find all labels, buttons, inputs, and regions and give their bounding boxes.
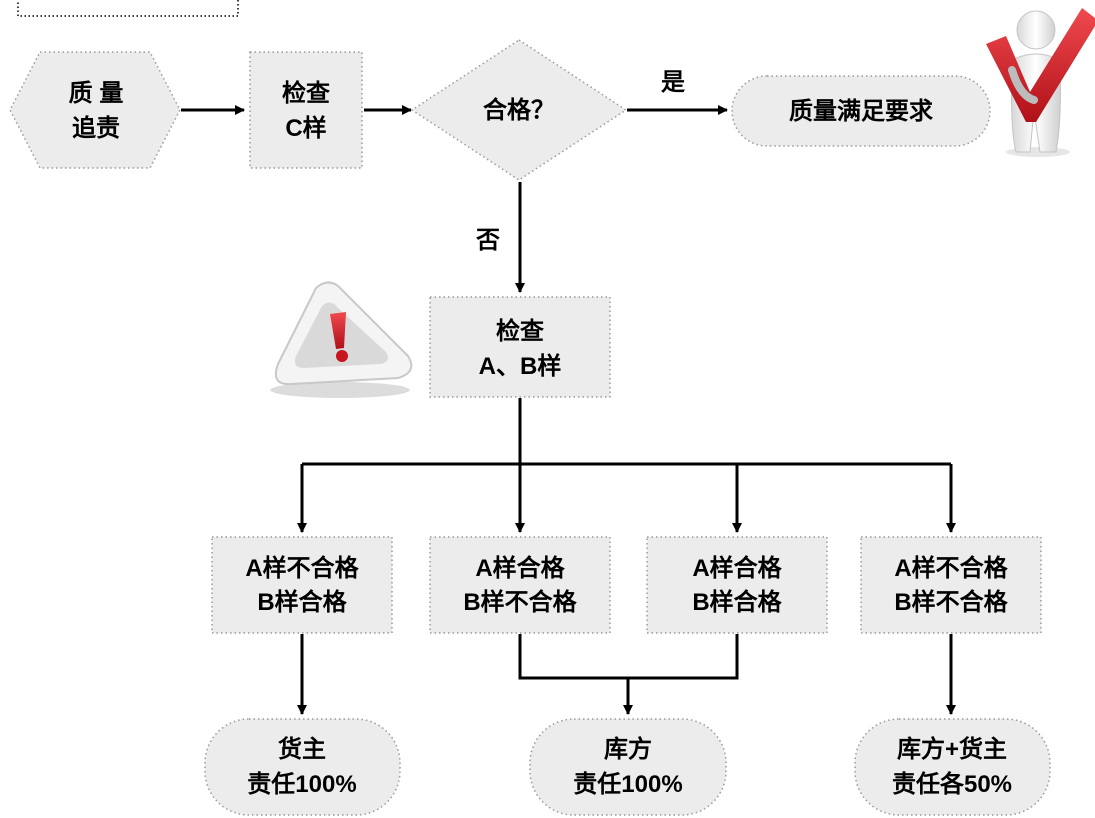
case2-node: A样合格 B样不合格 (429, 536, 611, 634)
case2-line1: A样合格 (475, 554, 565, 582)
case4-line1: A样不合格 (894, 554, 1008, 582)
check-ab-line1: 检查 (496, 317, 544, 345)
result-shared-line1: 库方+货主 (897, 735, 1007, 763)
result-warehouse-line1: 库方 (604, 735, 652, 763)
person-with-checkmark-icon (986, 8, 1095, 157)
result-owner-line2: 责任100% (247, 770, 356, 798)
check-ab-node: 检查 A、B样 (429, 296, 611, 398)
case4-line2: B样不合格 (894, 588, 1008, 616)
check-c-node: 检查 C样 (249, 51, 363, 169)
satisfied-label: 质量满足要求 (789, 98, 933, 125)
case3-line2: B样合格 (692, 588, 782, 616)
no-label: 否 (475, 227, 500, 254)
case1-line1: A样不合格 (245, 554, 359, 582)
case2-line2: B样不合格 (463, 588, 577, 616)
case4-node: A样不合格 B样不合格 (860, 536, 1042, 634)
case3-line1: A样合格 (692, 554, 782, 582)
warning-triangle-icon (270, 281, 413, 398)
case1-node: A样不合格 B样合格 (211, 536, 393, 634)
yes-label: 是 (661, 69, 685, 96)
start-label-line1: 质 量 (69, 80, 124, 107)
result-shared-node: 库方+货主 责任各50% (854, 718, 1051, 816)
check-c-line2: C样 (285, 114, 326, 142)
check-ab-line2: A、B样 (479, 352, 562, 380)
line-merge-case2-case3 (518, 634, 739, 680)
partial-frame (17, 0, 239, 17)
result-warehouse-node: 库方 责任100% (529, 718, 727, 816)
case3-node: A样合格 B样合格 (646, 536, 828, 634)
satisfied-node: 质量满足要求 (731, 75, 991, 147)
decision-label: 合格？ (483, 96, 555, 124)
start-label-line2: 追责 (72, 114, 120, 142)
case1-line2: B样合格 (257, 588, 347, 616)
decision-node: 合格？ (410, 39, 628, 181)
result-warehouse-line2: 责任100% (573, 770, 682, 798)
connectors (181, 105, 956, 715)
start-node: 质 量 追责 (9, 51, 181, 169)
result-shared-line2: 责任各50% (892, 770, 1012, 798)
check-c-line1: 检查 (282, 79, 330, 107)
result-owner-line1: 货主 (278, 735, 326, 763)
result-owner-node: 货主 责任100% (204, 718, 401, 816)
